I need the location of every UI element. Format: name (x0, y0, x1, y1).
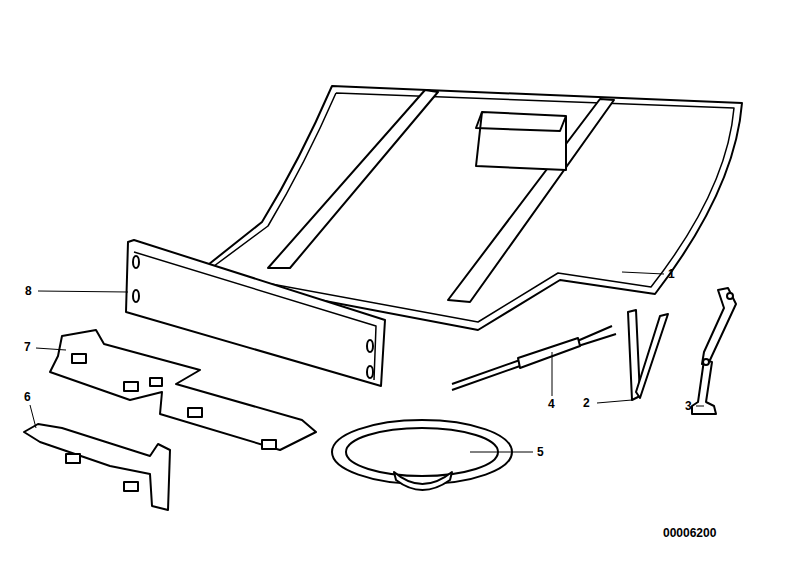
bracket-slot (124, 482, 138, 491)
callout-number: 5 (536, 445, 545, 459)
bar-hole (367, 340, 373, 352)
bar-hole (133, 290, 139, 302)
bar-face (134, 252, 376, 380)
callout-number: 7 (23, 340, 32, 354)
tray-rib-left (268, 90, 438, 268)
strap (636, 314, 668, 398)
leader-line (597, 400, 632, 403)
plate-slot (72, 354, 86, 363)
callout-number: 4 (547, 397, 556, 411)
plate-slot (150, 378, 162, 386)
leader-line (552, 352, 553, 396)
cable-sleeve (518, 338, 580, 368)
leader-line (38, 291, 128, 292)
hinge-pivot (703, 359, 709, 365)
callout-number: 3 (684, 399, 693, 413)
callout-number: 8 (24, 284, 33, 298)
plate-bracket (50, 330, 316, 450)
cable (452, 326, 616, 390)
hinge-arm (692, 360, 716, 414)
bar-hole (367, 366, 373, 378)
leader-line (470, 452, 533, 453)
bar-hole (133, 256, 139, 268)
leader-line (30, 405, 36, 428)
bracket-slot (66, 454, 80, 463)
callout-number: 2 (582, 396, 591, 410)
plate-slot (188, 408, 202, 417)
tray-box (476, 112, 566, 170)
bent-bracket (24, 424, 170, 510)
drawing-number: 00006200 (662, 526, 717, 540)
tray-box-top (476, 112, 566, 131)
tray-rib-right (448, 99, 614, 302)
callout-number: 1 (667, 267, 676, 281)
leader-line (36, 348, 66, 350)
plate-slot (262, 440, 276, 449)
leader-line (622, 272, 664, 274)
leader-line (696, 406, 704, 407)
callout-number: 6 (23, 390, 32, 404)
hinge-pivot (727, 293, 733, 299)
hinge-arm (702, 288, 736, 364)
plate-slot (124, 382, 138, 391)
speaker-magnet (394, 472, 452, 490)
